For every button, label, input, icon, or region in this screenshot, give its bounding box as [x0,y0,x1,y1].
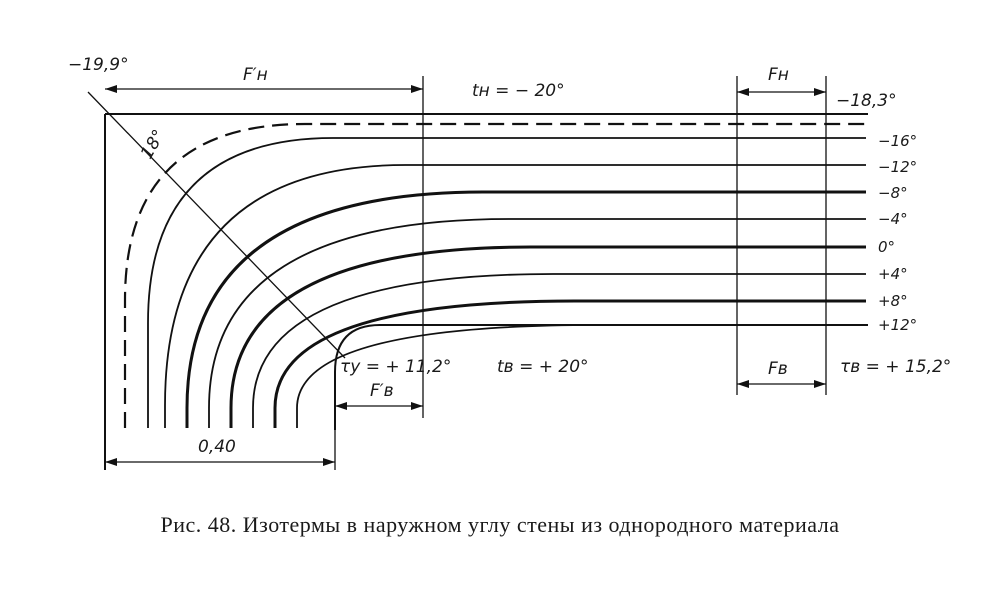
isotherm-line [147,137,866,428]
isotherm-line [164,164,866,428]
isotherm-label: 0° [878,238,895,256]
isotherm-label: +4° [878,265,908,283]
dim-f-outer [737,88,826,96]
label-tau-corner: τу = + 11,2° [340,357,451,377]
dim-f-inner [737,380,826,388]
diagonal-line [87,91,346,359]
isotherm-line [229,245,866,428]
label-t-outer: tн = − 20° [472,81,565,101]
label-f-outer: Fн [768,65,789,85]
dim-f-inner-prime [335,402,423,410]
label-diag-temp: 18° [137,126,169,162]
isotherm-line [273,299,866,428]
label-f-inner: Fв [768,359,788,379]
isotherm-line [252,273,866,428]
label-edge-outer-temp: −18,3° [836,91,897,111]
isotherm-label: +8° [878,292,908,310]
label-t-inner: tв = + 20° [497,357,589,377]
dim-f-outer-prime [105,85,423,93]
isotherm-label: −12° [878,158,917,176]
label-thickness: 0,40 [198,437,236,457]
isotherm-group [147,137,866,428]
dim-thickness [105,430,336,470]
label-tau-wall: τв = + 15,2° [840,357,951,377]
label-f-outer-prime: F′н [243,65,268,85]
isotherm-diagram: −19,9° F′н tн = − 20° Fн −18,3° 18° τу =… [68,55,951,470]
inner-surface [334,324,868,430]
isotherm-line [208,218,866,428]
isotherm-label: −4° [878,210,908,228]
isotherm-line [185,190,866,428]
label-corner-outer-temp: −19,9° [68,55,129,75]
isotherm-label: +12° [878,316,917,334]
isotherm-label: −8° [878,184,908,202]
label-f-inner-prime: F′в [370,381,394,401]
isotherm-dashed-18 [123,122,868,428]
isotherm-label: −16° [878,132,917,150]
figure-caption: Рис. 48. Изотермы в наружном углу стены … [160,512,840,537]
